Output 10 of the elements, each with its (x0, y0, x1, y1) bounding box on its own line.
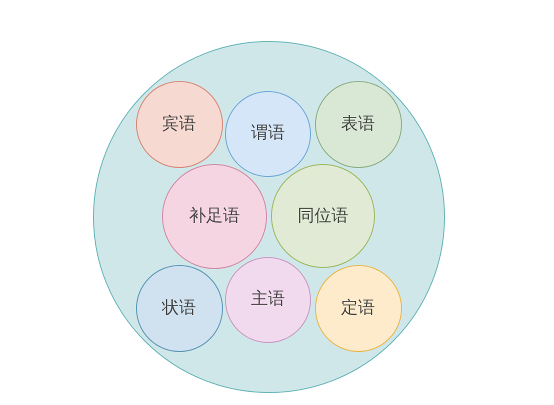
term-label: 主语 (251, 289, 285, 310)
term-label: 宾语 (162, 114, 196, 135)
term-label: 同位语 (298, 206, 348, 226)
term-label: 表语 (341, 114, 375, 135)
term-label: 定语 (341, 298, 375, 319)
term-circle (314, 81, 402, 168)
term-label: 状语 (162, 298, 196, 319)
term-label: 补足语 (189, 206, 240, 226)
term-label: 谓语 (251, 123, 285, 144)
term-circle (314, 265, 402, 352)
